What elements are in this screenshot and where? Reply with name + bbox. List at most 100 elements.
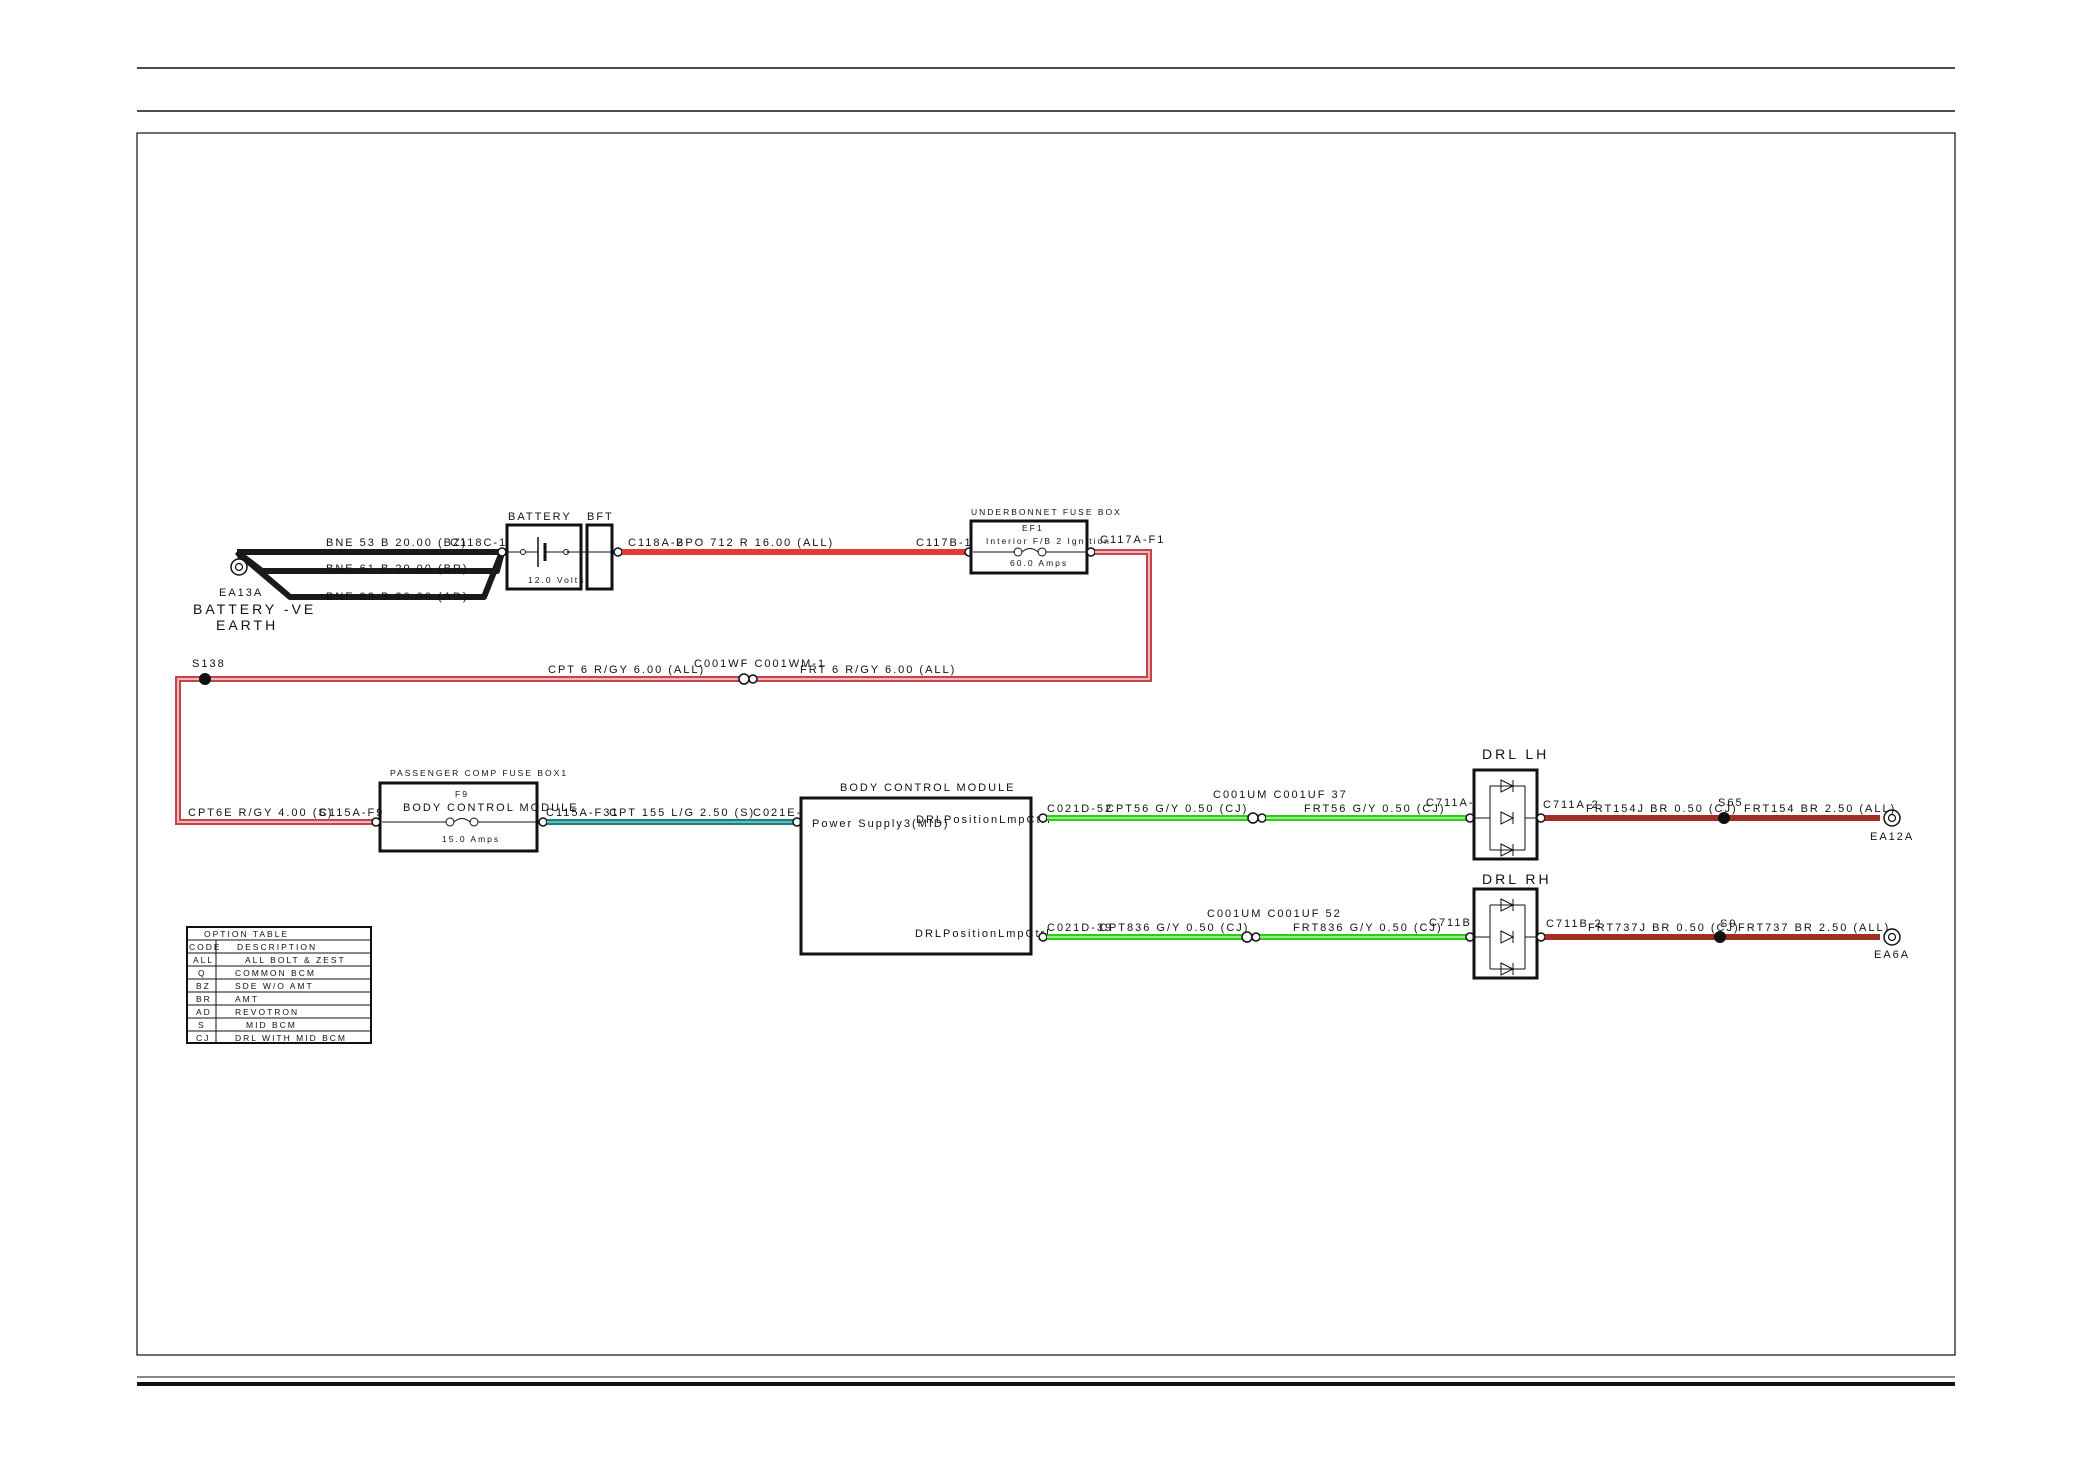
option-table-title: OPTION TABLE xyxy=(204,929,289,939)
conn-label-c117a: C117A-F1 xyxy=(1100,534,1165,546)
battery-neg-terminal xyxy=(497,547,507,557)
wire-label-frt154: FRT154 BR 2.50 (ALL) xyxy=(1744,803,1896,815)
drl-lh-title: DRL LH xyxy=(1482,746,1549,762)
bft-out-terminal xyxy=(613,547,623,557)
c021d-39-terminal xyxy=(1038,932,1048,942)
inline-conn-c001u-37-female xyxy=(1247,812,1259,824)
bft-title: BFT xyxy=(587,511,614,523)
wire-label-ad: BNE 93 B 20.00 (AD) xyxy=(326,591,469,603)
c711a-2-terminal xyxy=(1536,813,1546,823)
conn-label-c118c: C118C-1 xyxy=(450,537,507,549)
wire-label-frt6: FRT 6 R/GY 6.00 (ALL) xyxy=(800,664,956,676)
conn-label-c021e: C021E-1 xyxy=(753,807,810,819)
drl-rh-led-icon xyxy=(1474,898,1537,976)
option-row-code: BR xyxy=(196,994,212,1004)
conn-label-c001w: C001WF C001WM-1 xyxy=(694,658,826,670)
splice-label-s65: S65 xyxy=(1718,797,1744,809)
f9-fuse-name: BODY CONTROL MODULE xyxy=(403,802,579,814)
option-row-code: S xyxy=(198,1020,206,1030)
earth-label-ea6a: EA6A xyxy=(1874,949,1910,961)
conn-label-c021d-52: C021D-52 xyxy=(1047,803,1113,815)
conn-label-c118a: C118A-2 xyxy=(628,537,685,549)
conn-label-c711a-1: C711A-1 xyxy=(1426,797,1483,809)
earth-ea13a-symbol xyxy=(230,551,248,576)
fuse-f9-icon xyxy=(382,817,537,827)
battery-icon xyxy=(507,537,581,567)
c711b-2-terminal xyxy=(1536,932,1546,942)
underbonnet-box xyxy=(969,519,1089,575)
earth-label-ea12a: EA12A xyxy=(1870,831,1914,843)
c115a-f9-terminal xyxy=(371,817,381,827)
inline-conn-c001w-male xyxy=(748,674,758,684)
conn-label-c711b-2: C711B-2 xyxy=(1546,918,1603,930)
wire-label-bpo712: BPO 712 R 16.00 (ALL) xyxy=(676,537,834,549)
wire-label-frt56: FRT56 G/Y 0.50 (CJ) xyxy=(1304,803,1446,815)
f9-fuse-id: F9 xyxy=(455,789,469,799)
earth-ea12a-inner xyxy=(1887,813,1897,823)
bft-box xyxy=(585,523,614,591)
option-row-desc: DRL WITH MID BCM xyxy=(235,1033,347,1043)
bcm-pin-power: Power Supply3(MID) xyxy=(812,818,949,830)
fuse-ef1-icon xyxy=(973,547,1087,557)
bcm-pin-drl-rh: DRLPositionLmpCtrl xyxy=(915,928,1051,940)
option-row-desc: AMT xyxy=(235,994,259,1004)
conn-label-c001u-37: C001UM C001UF 37 xyxy=(1213,789,1348,801)
diagram-frame xyxy=(136,132,1956,1356)
wire-label-cpt6: CPT 6 R/GY 6.00 (ALL) xyxy=(548,664,705,676)
conn-label-c117b: C117B-1 xyxy=(916,537,973,549)
battery-voltage: 12.0 Volts xyxy=(528,575,585,585)
underbonnet-title: UNDERBONNET FUSE BOX xyxy=(971,507,1122,517)
option-row-desc: ALL BOLT & ZEST xyxy=(245,955,346,965)
f9-fuse-rating: 15.0 Amps xyxy=(442,834,500,844)
wire-label-cpt6e: CPT6E R/GY 4.00 (S) xyxy=(188,807,333,819)
earth-ea6a-inner xyxy=(1887,932,1897,942)
conn-label-c021d-39: C021D-39 xyxy=(1047,922,1113,934)
conn-label-c711b-1: C711B-1 xyxy=(1429,917,1486,929)
earth-label-line2: EARTH xyxy=(216,617,278,633)
bcm-pin-drl-lh: DRLPositionLmpCtrl xyxy=(916,814,1052,826)
wire-rgy-loop-core xyxy=(757,551,1150,680)
wire-label-frt737j: FRT737J BR 0.50 (CJ) xyxy=(1588,922,1740,934)
wire-label-cpt836: CPT836 G/Y 0.50 (CJ) xyxy=(1099,922,1249,934)
wire-label-frt836: FRT836 G/Y 0.50 (CJ) xyxy=(1293,922,1443,934)
c021d-52-terminal xyxy=(1038,813,1048,823)
option-row-desc: COMMON BCM xyxy=(235,968,316,978)
option-col-desc: DESCRIPTION xyxy=(237,942,317,952)
conn-label-c115a-f9: C115A-F9 xyxy=(319,807,384,819)
conn-label-c711a-2: C711A-2 xyxy=(1543,799,1600,811)
bcm-title: BODY CONTROL MODULE xyxy=(840,782,1016,794)
drl-lh-led-icon xyxy=(1474,779,1537,857)
wire-label-frt737: FRT737 BR 2.50 (ALL) xyxy=(1738,922,1890,934)
wire-label-frt154j: FRT154J BR 0.50 (CJ) xyxy=(1586,803,1738,815)
option-row-desc: REVOTRON xyxy=(235,1007,299,1017)
inline-conn-c001w-female xyxy=(738,673,750,685)
wire-label-bz: BNE 53 B 20.00 (BZ) xyxy=(326,537,467,549)
ef1-fuse-id: EF1 xyxy=(1022,523,1044,533)
splice-s65 xyxy=(1718,812,1730,824)
option-col-code: CODE xyxy=(189,942,222,952)
ef1-fuse-name: Interior F/B 2 Ignition xyxy=(986,536,1111,546)
c117a-terminal xyxy=(1086,547,1096,557)
wire-cpt6-core xyxy=(177,678,739,823)
inline-conn-c001u-37-male xyxy=(1257,813,1267,823)
inline-conn-c001u-52-male xyxy=(1251,932,1261,942)
option-row-code: BZ xyxy=(196,981,211,991)
option-row-code: Q xyxy=(198,968,207,978)
option-row-code: CJ xyxy=(196,1033,210,1043)
splice-s138 xyxy=(199,673,211,685)
wire-label-cpt56: CPT56 G/Y 0.50 (CJ) xyxy=(1106,803,1248,815)
wire-label-br: BNE 61 B 20.00 (BR) xyxy=(326,563,469,575)
drl-rh-title: DRL RH xyxy=(1482,871,1552,887)
battery-earth-wires xyxy=(235,549,505,600)
option-row-code: AD xyxy=(196,1007,212,1017)
conn-label-c001u-52: C001UM C001UF 52 xyxy=(1207,908,1342,920)
option-row-desc: SDE W/O AMT xyxy=(235,981,314,991)
option-table xyxy=(186,926,372,1044)
passenger-fuse-title: PASSENGER COMP FUSE BOX1 xyxy=(390,768,568,778)
ef1-fuse-rating: 60.0 Amps xyxy=(1010,558,1068,568)
earth-label-line1: BATTERY -VE xyxy=(193,601,316,617)
splice-s9 xyxy=(1714,931,1726,943)
option-row-code: ALL xyxy=(193,955,214,965)
conn-label-c115a-f31: C115A-F31 xyxy=(546,807,619,819)
